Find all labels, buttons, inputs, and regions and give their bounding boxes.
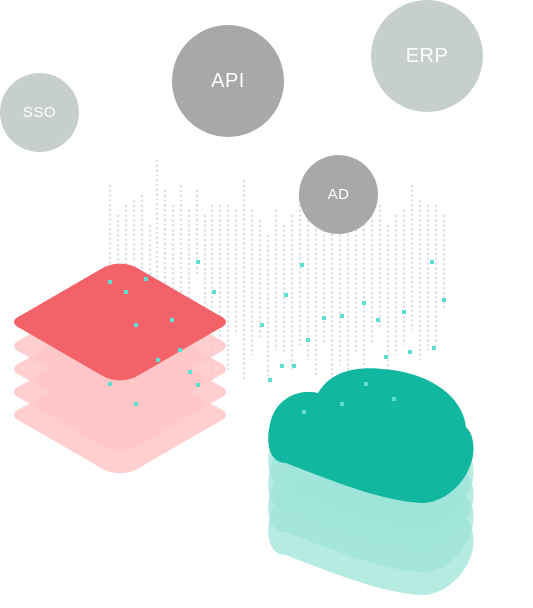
api-label: API: [211, 69, 245, 92]
stream-highlight-dot: [300, 263, 304, 267]
stream-highlight-dot: [430, 260, 434, 264]
stream-highlight-dot: [432, 346, 436, 350]
data-stream-highlights: [196, 260, 446, 382]
stream-highlight-dot: [364, 382, 368, 386]
stream-highlight-dot: [108, 280, 112, 284]
stream-highlight-dot: [144, 277, 148, 281]
database-top: [14, 263, 226, 381]
stream-highlight-dot: [402, 310, 406, 314]
stream-highlight-dot: [196, 383, 200, 387]
stream-highlight-dot: [124, 290, 128, 294]
sso-label: SSO: [22, 104, 57, 121]
stream-highlight-dot: [392, 397, 396, 401]
stream-highlight-dot: [108, 382, 112, 386]
stream-highlight-dot: [442, 298, 446, 302]
stream-highlight-dot: [322, 316, 326, 320]
data-stream-highlights-front: [108, 277, 396, 414]
cloud-stack-icon: [268, 368, 474, 596]
stream-highlight-dot: [134, 402, 138, 406]
stream-highlight-dot: [376, 318, 380, 322]
ad-label: AD: [327, 186, 350, 203]
stream-highlight-dot: [178, 348, 182, 352]
stream-highlight-dot: [340, 402, 344, 406]
api-bubble: API: [172, 25, 284, 137]
cloud-top: [268, 368, 474, 504]
stream-highlight-dot: [268, 378, 272, 382]
stream-highlight-dot: [196, 260, 200, 264]
erp-bubble: ERP: [371, 0, 483, 112]
stream-highlight-dot: [170, 318, 174, 322]
stream-highlight-dot: [212, 290, 216, 294]
stream-highlight-dot: [284, 293, 288, 297]
stream-highlight-dot: [340, 314, 344, 318]
stream-highlight-dot: [408, 350, 412, 354]
stream-highlight-dot: [302, 410, 306, 414]
stream-highlight-dot: [306, 338, 310, 342]
stream-highlight-dot: [156, 358, 160, 362]
stream-highlight-dot: [188, 370, 192, 374]
ad-bubble: AD: [299, 155, 378, 234]
erp-label: ERP: [405, 44, 449, 67]
data-stream-columns: [108, 160, 446, 410]
stream-highlight-dot: [260, 323, 264, 327]
stream-highlight-dot: [134, 323, 138, 327]
stream-highlight-dot: [280, 364, 284, 368]
database-stack-icon: [14, 263, 226, 474]
stream-highlight-dot: [362, 301, 366, 305]
sso-bubble: SSO: [0, 73, 79, 152]
stream-highlight-dot: [384, 355, 388, 359]
stream-highlight-dot: [292, 364, 296, 368]
